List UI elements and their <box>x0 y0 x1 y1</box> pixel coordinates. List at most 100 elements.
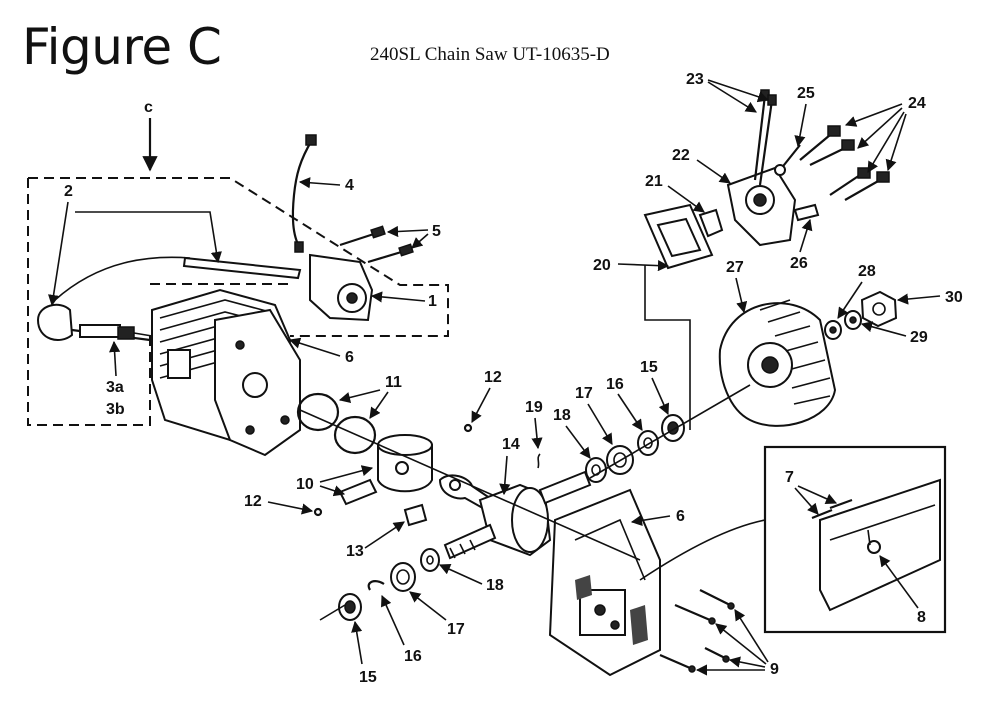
piston <box>377 434 433 493</box>
callout-27: 27 <box>726 259 748 314</box>
callout-label-p21: 21 <box>645 173 663 190</box>
ignition-lead <box>291 134 317 253</box>
crankcase-right <box>548 488 661 677</box>
callout-label-p30: 30 <box>945 289 963 306</box>
callout-8: 8 <box>879 555 926 626</box>
callout-label-p6a: 6 <box>345 349 354 366</box>
callout-23: 23 <box>686 71 770 113</box>
callout-18-left: 18 <box>438 564 504 594</box>
callout-20: 20 <box>593 257 670 274</box>
callout-30: 30 <box>896 289 963 306</box>
crank-parts-left <box>338 548 440 621</box>
crankcase-left <box>214 308 301 457</box>
callout-24: 24 <box>844 95 926 173</box>
callout-3: 3a 3b <box>106 340 125 418</box>
callout-label-p2: 2 <box>64 183 73 200</box>
callout-label-p1: 1 <box>428 293 437 310</box>
callout-11: 11 <box>338 374 402 419</box>
intake-screws <box>799 125 890 201</box>
pin-clips <box>313 423 473 517</box>
needle-bearing <box>403 503 428 527</box>
callout-label-p12b: 12 <box>244 493 262 510</box>
spark-plug <box>71 324 153 342</box>
callout-label-p5: 5 <box>432 223 441 240</box>
callout-17-right: 17 <box>575 385 613 445</box>
callout-label-p23: 23 <box>686 71 704 88</box>
callout-label-p13: 13 <box>346 543 364 560</box>
callout-6-left: 6 <box>288 337 354 366</box>
callout-21: 21 <box>645 173 705 213</box>
callout-label-p20: 20 <box>593 257 611 274</box>
callout-label-p28: 28 <box>858 263 876 280</box>
callout-label-p8: 8 <box>917 609 926 626</box>
assembly-c-bracket: c <box>27 99 449 426</box>
callout-label-p26: 26 <box>790 255 808 272</box>
callout-label-p16a: 16 <box>606 376 624 393</box>
callout-16-right: 16 <box>606 376 643 431</box>
callout-12-left: 12 <box>244 493 314 515</box>
callout-2: 2 <box>48 183 222 307</box>
callout-label-p15a: 15 <box>640 359 658 376</box>
callout-5: 5 <box>386 223 441 249</box>
callout-label-p4: 4 <box>345 177 354 194</box>
callout-label-p24: 24 <box>908 95 926 112</box>
callout-label-p27: 27 <box>726 259 744 276</box>
ignition-module <box>309 253 374 322</box>
callout-12-top: 12 <box>471 369 502 423</box>
callout-label-p10: 10 <box>296 476 314 493</box>
callout-7: 7 <box>785 469 838 515</box>
callout-4: 4 <box>298 177 354 194</box>
callout-22: 22 <box>672 147 731 184</box>
callout-label-p22: 22 <box>672 147 690 164</box>
crankshaft <box>443 470 592 560</box>
coil-screws <box>339 225 414 264</box>
callout-label-p9: 9 <box>770 661 779 678</box>
crank-parts-right <box>537 414 685 483</box>
callout-29: 29 <box>860 321 928 346</box>
callout-label-p25: 25 <box>797 85 815 102</box>
callout-13: 13 <box>346 521 405 560</box>
callout-label-p15b: 15 <box>359 669 377 686</box>
callout-label-p29: 29 <box>910 329 928 346</box>
callout-label-p19: 19 <box>525 399 543 416</box>
callout-c: c <box>144 99 153 116</box>
callout-25: 25 <box>794 85 815 148</box>
callout-19: 19 <box>525 399 543 450</box>
callout-17-left: 17 <box>409 591 465 638</box>
callout-label-p17b: 17 <box>447 621 465 638</box>
callout-label-p18a: 18 <box>553 407 571 424</box>
piston-rings <box>296 392 377 455</box>
callout-18-right: 18 <box>553 407 591 459</box>
callout-label-p16b: 16 <box>404 648 422 665</box>
callout-28: 28 <box>837 263 876 319</box>
callout-14: 14 <box>499 436 520 496</box>
callout-9: 9 <box>695 609 779 678</box>
callout-label-p12a: 12 <box>484 369 502 386</box>
fuel-line <box>36 256 302 341</box>
callout-15-left: 15 <box>351 620 377 686</box>
callout-10: 10 <box>296 465 374 497</box>
callout-label-p11: 11 <box>385 374 402 391</box>
intake-gasket <box>643 203 714 270</box>
callout-label-p6b: 6 <box>676 508 685 525</box>
figure-subtitle: 240SL Chain Saw UT-10635-D <box>370 44 610 65</box>
crankcase-screws <box>659 589 735 673</box>
assembly-lines <box>299 265 751 621</box>
callout-16-left: 16 <box>381 594 422 665</box>
flywheel-washers <box>824 310 862 340</box>
inset-tensioner <box>639 445 947 634</box>
intake-reed <box>698 208 724 238</box>
callout-6-right: 6 <box>630 508 685 526</box>
callout-label-p3a: 3a <box>106 379 124 396</box>
callout-15-right: 15 <box>640 359 670 416</box>
callout-label-p14: 14 <box>502 436 520 453</box>
callout-label-p7: 7 <box>785 469 794 486</box>
flywheel <box>718 299 837 427</box>
callout-label-p17a: 17 <box>575 385 593 402</box>
flywheel-nut <box>860 290 898 328</box>
callout-label-p18b: 18 <box>486 577 504 594</box>
figure-title: Figure C <box>22 18 222 76</box>
callout-1: 1 <box>370 291 437 310</box>
